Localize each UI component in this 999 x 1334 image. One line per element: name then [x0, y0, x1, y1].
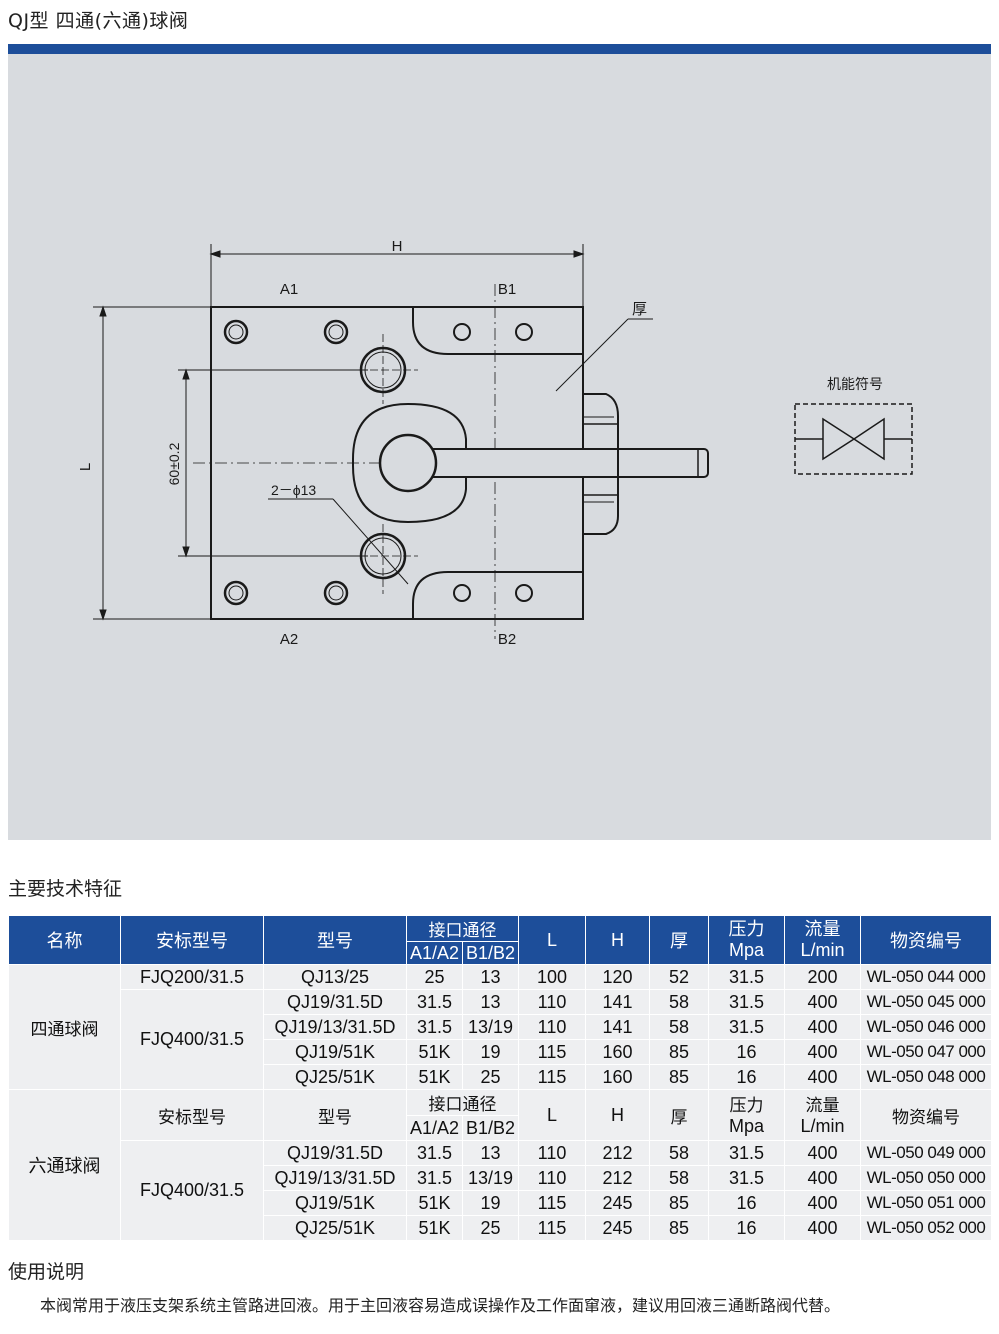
dim-60-arrow-top [182, 368, 190, 380]
b2-pocket [412, 571, 583, 619]
table-row: QJ19/13/31.5D 31.5 13/19 110 212 58 31.5… [9, 1165, 992, 1191]
table-row: FJQ400/31.5 QJ19/31.5D 31.5 13 110 141 5… [9, 989, 992, 1090]
function-symbol [794, 403, 913, 475]
hex-nut [583, 393, 619, 535]
port-a1-bore [359, 346, 407, 394]
table-row: 四通球阀 FJQ200/31.5 QJ13/25 25 13 100 120 5… [8, 964, 992, 1090]
col-std-model: 安标型号 [120, 915, 264, 965]
port-a1-label: A1 [280, 281, 298, 298]
dim-l-label: L [77, 463, 94, 471]
table-row: FJQ400/31.5 QJ19/31.5D 31.5 13 110 212 5… [9, 1140, 992, 1241]
col-model: 型号 [263, 915, 407, 965]
std-model-cell: FJQ400/31.5 [120, 989, 264, 1090]
port-a2-bore [359, 532, 407, 580]
std-model-cell: FJQ400/31.5 [120, 1140, 264, 1241]
col-L: L [518, 915, 586, 965]
table-row: QJ19/13/31.5D 31.5 13/19 110 141 58 31.5… [9, 1014, 992, 1040]
handle-boss [352, 402, 467, 524]
hole-leader-diag [332, 498, 409, 585]
col-thick: 厚 [649, 915, 709, 965]
b1-pocket [412, 307, 583, 355]
hole-callout: 2－ϕ13 [271, 482, 316, 498]
port-a2-label: A2 [280, 631, 298, 648]
technical-drawing-panel: H L 60±0.2 2－ϕ13 A1 B1 A2 B2 厚 机能符号 [8, 54, 991, 840]
col-material-no: 物资编号 [860, 915, 992, 965]
page-title: QJ型 四通(六通)球阀 [8, 10, 189, 32]
valve-drawing: H L 60±0.2 2－ϕ13 A1 B1 A2 B2 厚 机能符号 [77, 238, 913, 648]
dim-l-arrow-top [99, 305, 107, 317]
usage-text: 本阀常用于液压支架系统主管路进回液。用于主回液容易造成误操作及工作面窜液，建议用… [40, 1296, 841, 1315]
dim-h-arrow-left [209, 250, 221, 258]
valve-handle [407, 448, 709, 478]
dim-l-arrow-bottom [99, 609, 107, 621]
category-four-way: 四通球阀 [8, 964, 121, 1090]
port-b1-label: B1 [498, 281, 516, 298]
table-row: QJ25/51K 51K 25 115 245 85 16 400 WL-050… [9, 1215, 992, 1241]
std-model-cell: FJQ200/31.5 [120, 964, 264, 990]
table-row: QJ25/51K 51K 25 115 160 85 16 400 WL-050… [9, 1064, 992, 1090]
mounting-holes [223, 319, 533, 606]
function-symbol-label: 机能符号 [827, 377, 883, 393]
dim-h-arrow-right [573, 250, 585, 258]
dim-h-label: H [392, 238, 403, 255]
title-accent-bar [8, 44, 991, 54]
table-row: QJ19/51K 51K 19 115 160 85 16 400 WL-050… [9, 1039, 992, 1065]
col-port-dia: 接口通径 [406, 915, 519, 942]
col-name: 名称 [8, 915, 121, 965]
table-row: QJ19/51K 51K 19 115 245 85 16 400 WL-050… [9, 1190, 992, 1216]
thickness-leader [555, 318, 629, 392]
spec-heading: 主要技术特征 [8, 878, 123, 900]
thickness-label: 厚 [632, 300, 647, 318]
center-bore [378, 433, 438, 493]
port-b2-label: B2 [498, 631, 516, 648]
category-six-way: 六通球阀 [8, 1089, 121, 1241]
col-H: H [585, 915, 650, 965]
dim-60-label: 60±0.2 [166, 442, 182, 485]
col-port-b: B1/B2 [462, 941, 519, 965]
usage-heading: 使用说明 [8, 1261, 85, 1283]
dim-60-arrow-bottom [182, 546, 190, 558]
col-port-a: A1/A2 [406, 941, 463, 965]
